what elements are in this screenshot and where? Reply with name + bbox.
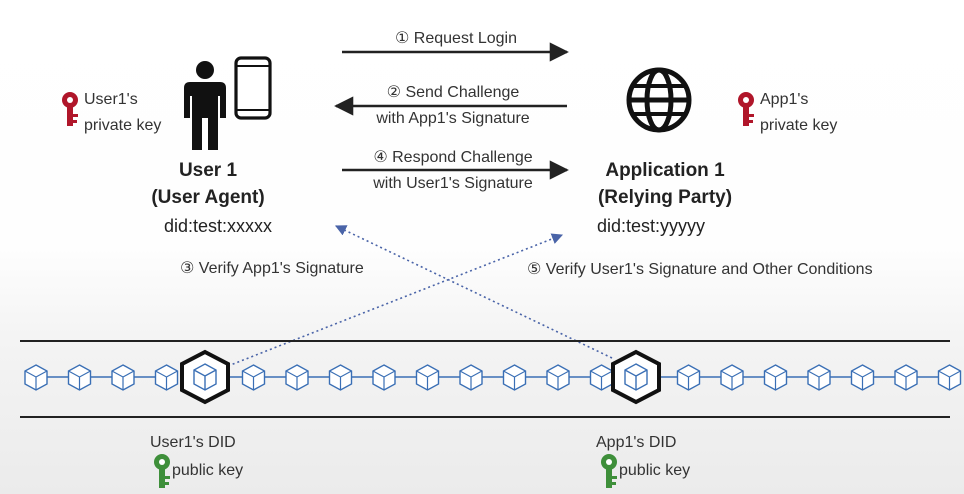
app-did-label: App1's DID (596, 434, 677, 451)
step-4-label: ④ Respond Challenge with User1's Signatu… (340, 145, 566, 197)
chain-block (111, 364, 135, 391)
chain-block (415, 364, 440, 391)
globe-icon (626, 67, 692, 133)
user-did: did:test:xxxxx (164, 216, 273, 236)
user-public-key-label: public key (172, 462, 244, 479)
step-4-line2: with User1's Signature (373, 175, 533, 192)
chain-block (285, 364, 309, 391)
step-5-label: ⑤ Verify User1's Signature and Other Con… (527, 261, 873, 278)
app-private-key-icon (738, 92, 754, 126)
chain-block (67, 364, 92, 391)
chain-block (720, 364, 744, 391)
user-private-key-icon (62, 92, 78, 126)
step-4-line1: ④ Respond Challenge (373, 149, 533, 166)
chain-block (328, 364, 353, 391)
app-private-key-line1: App1's (760, 91, 809, 108)
chain-block (502, 364, 527, 391)
chain-block (807, 364, 831, 391)
user-person-icon (184, 61, 226, 150)
app-did-block-icon (611, 349, 661, 405)
app-public-key-label: public key (619, 462, 691, 479)
user-title: User 1 (178, 160, 238, 181)
chain-block (372, 364, 396, 391)
chain-block (241, 364, 266, 391)
user-subtitle: (User Agent) (151, 187, 265, 208)
user-private-key-line2: private key (84, 117, 162, 134)
app-private-key-line2: private key (760, 117, 838, 134)
step-3-label: ③ Verify App1's Signature (180, 260, 364, 277)
chain-block (937, 364, 962, 391)
blockchain-chain (24, 364, 962, 391)
user-did-block-icon (180, 349, 230, 405)
app-did: did:test:yyyyy (597, 216, 706, 236)
user-public-key-icon (154, 454, 170, 488)
app-public-key-icon (601, 454, 617, 488)
chain-block (589, 364, 614, 391)
verify-app-signature-line (334, 225, 613, 359)
step-1-label: ① Request Login (395, 30, 517, 47)
phone-icon (234, 56, 272, 120)
user-private-key-line1: User1's (84, 91, 138, 108)
chain-block (676, 364, 701, 391)
chain-block (850, 364, 875, 391)
app-title: Application 1 (605, 160, 725, 181)
chain-block (894, 364, 918, 391)
step-2-line1: ② Send Challenge (386, 84, 520, 101)
user-private-key-label: User1's private key (84, 87, 161, 139)
user-did-label: User1's DID (150, 434, 236, 451)
step-2-line2: with App1's Signature (376, 110, 530, 127)
chain-block (24, 364, 48, 391)
step-2-label: ② Send Challenge with App1's Signature (340, 80, 566, 132)
chain-block (546, 364, 570, 391)
chain-block (154, 364, 179, 391)
chain-block (459, 364, 483, 391)
app-private-key-label: App1's private key (760, 87, 837, 139)
chain-block (763, 364, 788, 391)
app-subtitle: (Relying Party) (597, 187, 733, 208)
